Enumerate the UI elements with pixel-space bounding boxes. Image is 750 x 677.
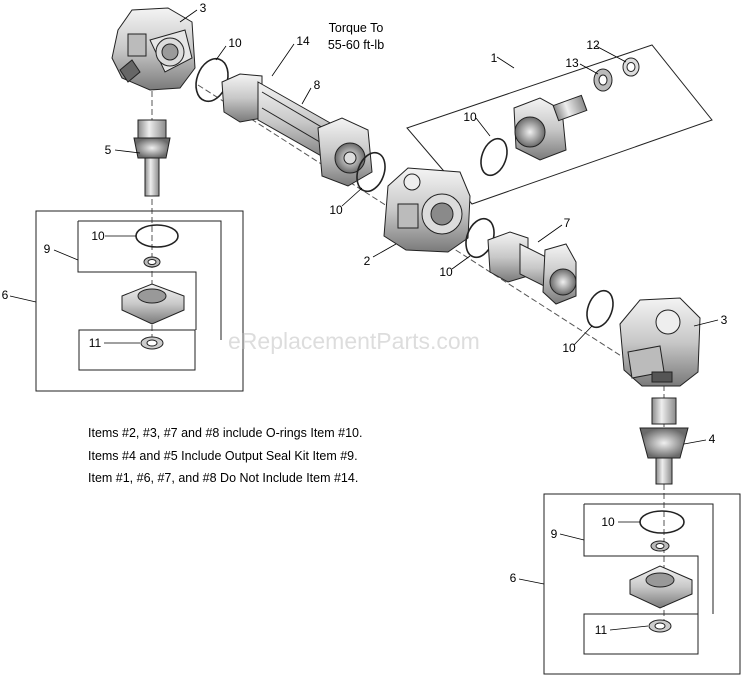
callout-10: 10 <box>439 265 453 279</box>
note-line-1: Items #2, #3, #7 and #8 include O-rings … <box>88 426 363 440</box>
center-gear-housing <box>383 167 471 253</box>
leader-lines <box>9 9 719 631</box>
drive-shaft-assembly <box>221 73 373 187</box>
callout-8: 8 <box>314 78 321 92</box>
callout-9: 9 <box>551 527 558 541</box>
watermark: eReplacementParts.com <box>228 328 480 354</box>
callout-14: 14 <box>296 34 310 48</box>
o-ring <box>356 151 386 193</box>
callout-labels: 3 10 14 8 5 1 12 13 10 10 2 7 10 10 3 4 … <box>2 1 728 637</box>
callout-4: 4 <box>709 432 716 446</box>
callout-13: 13 <box>565 56 579 70</box>
callout-10: 10 <box>91 229 105 243</box>
note-line-3: Item #1, #6, #7, and #8 Do Not Include I… <box>88 471 359 485</box>
torque-spec: Torque To 55-60 ft-lb <box>318 20 394 54</box>
gear-housing-right <box>619 297 701 387</box>
output-pinion-gear <box>639 397 689 485</box>
callout-6: 6 <box>2 288 9 302</box>
torque-value: 55-60 ft-lb <box>327 38 385 52</box>
callout-10: 10 <box>228 36 242 50</box>
torque-label: Torque To <box>328 21 384 35</box>
input-shaft-assembly <box>513 94 588 161</box>
callout-10: 10 <box>329 203 343 217</box>
callout-3: 3 <box>200 1 207 15</box>
callout-11: 11 <box>89 336 102 350</box>
o-ring <box>480 137 508 177</box>
gear-housing-top-left <box>111 7 196 91</box>
cross-shaft-assembly <box>487 231 577 305</box>
callout-12: 12 <box>586 38 600 52</box>
pinion-gear-shaft <box>133 119 171 197</box>
callout-10: 10 <box>601 515 615 529</box>
output-seal-kit-left <box>35 210 244 392</box>
callout-6: 6 <box>510 571 517 585</box>
output-seal-kit-right <box>543 493 741 675</box>
callout-11: 11 <box>595 623 608 637</box>
callout-2: 2 <box>364 254 371 268</box>
callout-5: 5 <box>105 143 112 157</box>
callout-10: 10 <box>562 341 576 355</box>
callout-9: 9 <box>44 242 51 256</box>
callout-3: 3 <box>721 313 728 327</box>
o-ring <box>586 289 614 329</box>
note-line-2: Items #4 and #5 Include Output Seal Kit … <box>88 449 358 463</box>
callout-1: 1 <box>491 51 498 65</box>
seal-and-bearing <box>593 57 640 92</box>
callout-10: 10 <box>463 110 477 124</box>
callout-7: 7 <box>564 216 571 230</box>
